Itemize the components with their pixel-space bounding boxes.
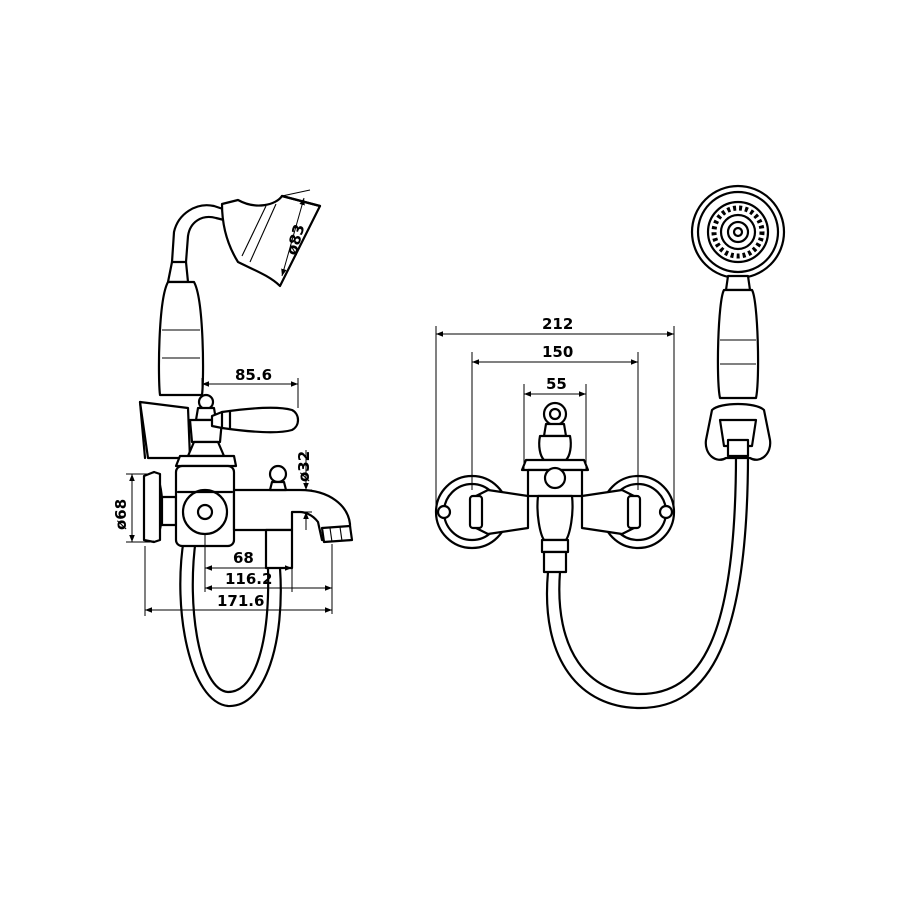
dim-overall-width: 212 xyxy=(435,315,675,512)
side-shower-head xyxy=(220,194,322,288)
dim-flange-diameter: ø68 xyxy=(112,473,150,543)
dim-centers-label: 150 xyxy=(542,343,573,361)
dim-spout-diameter-label: ø32 xyxy=(295,451,313,482)
side-hand-shower-handle xyxy=(157,260,205,397)
front-valve-column xyxy=(520,401,590,574)
dim-lever-length-label: 85.6 xyxy=(235,366,272,384)
side-hose xyxy=(179,536,282,708)
side-gooseneck xyxy=(170,204,228,264)
dim-total-depth-label: 171.6 xyxy=(217,592,264,610)
front-hose xyxy=(545,452,750,710)
dim-lever-length: 85.6 xyxy=(201,366,299,408)
dim-centers: 150 xyxy=(471,343,639,490)
side-lever xyxy=(210,406,300,434)
side-spout xyxy=(232,464,354,570)
dim-valve-width: 55 xyxy=(523,375,587,470)
dim-body-offset: 68 xyxy=(204,534,293,592)
dim-spout-offset-label: 116.2 xyxy=(225,570,272,588)
side-view: ø83 85.6 ø32 ø68 68 xyxy=(112,189,354,708)
dim-spout-offset: 116.2 xyxy=(205,544,333,614)
dim-valve-width-label: 55 xyxy=(546,375,567,393)
front-hand-shower-handle xyxy=(716,274,760,400)
side-holder-bracket xyxy=(138,400,192,460)
front-holder xyxy=(704,402,772,461)
dim-total-depth: 171.6 xyxy=(144,546,332,616)
side-valve-body xyxy=(174,464,236,548)
front-view: 212 150 55 xyxy=(434,184,786,710)
dim-overall-width-label: 212 xyxy=(542,315,573,333)
front-arms xyxy=(468,488,642,536)
dim-flange-diameter-label: ø68 xyxy=(112,499,130,530)
front-shower-head xyxy=(690,184,786,280)
dim-body-offset-label: 68 xyxy=(233,549,254,567)
dim-spout-diameter: ø32 xyxy=(292,450,313,530)
side-wall-flange xyxy=(142,470,178,544)
